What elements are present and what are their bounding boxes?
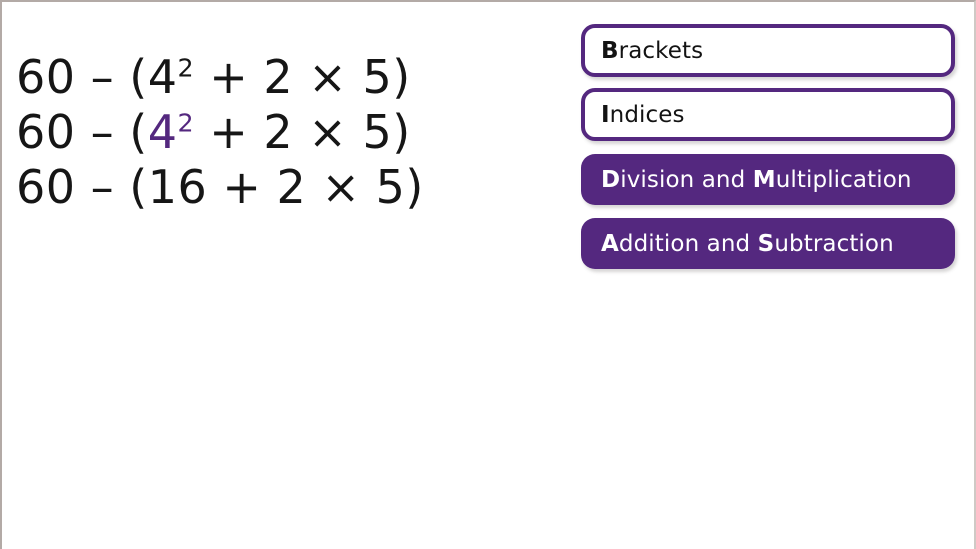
expression-line-2-exponent-highlighted: 2 [177, 108, 195, 138]
bidmas-item-division-initial: D [601, 166, 621, 193]
bidmas-item-indices-initial: I [601, 101, 610, 128]
bidmas-item-addition-rest: ddition and [618, 230, 758, 257]
bidmas-item-brackets-initial: B [601, 37, 619, 64]
expression-line-2: 60 – (42 + 2 × 5) [16, 105, 556, 160]
bidmas-item-addition-subtraction-label: Addition and Subtraction [581, 231, 894, 257]
bidmas-item-division-multiplication-label: Division and Multiplication [581, 167, 912, 193]
expression-line-1-base: 4 [147, 50, 178, 104]
bidmas-item-indices-rest: ndices [609, 101, 685, 128]
bidmas-item-division-rest: ivision and [620, 166, 753, 193]
expression-line-1-exponent: 2 [177, 53, 195, 83]
bidmas-item-subtraction-rest: ubtraction [774, 230, 894, 257]
bidmas-panel: Brackets Indices Division and Multiplica… [581, 24, 955, 281]
expression-line-3-prefix: 60 – (16 [16, 160, 208, 214]
expression-line-1-suffix: + 2 × 5) [194, 50, 411, 104]
bidmas-item-indices-label: Indices [585, 102, 685, 128]
bidmas-item-brackets[interactable]: Brackets [581, 24, 955, 77]
expression-line-2-suffix: + 2 × 5) [194, 105, 411, 159]
expression-line-2-prefix: 60 – ( [16, 105, 148, 159]
bidmas-item-subtraction-initial: S [757, 230, 775, 257]
bidmas-item-indices[interactable]: Indices [581, 88, 955, 141]
expression-line-3: 60 – (16 + 2 × 5) [16, 160, 556, 215]
bidmas-item-brackets-label: Brackets [585, 38, 703, 64]
bidmas-item-addition-subtraction[interactable]: Addition and Subtraction [581, 218, 955, 269]
expression-line-2-base-highlighted: 4 [147, 105, 178, 159]
expression-line-1-prefix: 60 – ( [16, 50, 148, 104]
bidmas-item-multiplication-initial: M [752, 166, 776, 193]
expression-line-1: 60 – (42 + 2 × 5) [16, 50, 556, 105]
expression-stack: 60 – (42 + 2 × 5) 60 – (42 + 2 × 5) 60 –… [16, 50, 556, 215]
expression-line-3-suffix: + 2 × 5) [207, 160, 424, 214]
bidmas-item-division-multiplication[interactable]: Division and Multiplication [581, 154, 955, 205]
bidmas-item-addition-initial: A [601, 230, 619, 257]
bidmas-item-brackets-rest: rackets [618, 37, 704, 64]
bidmas-item-multiplication-rest: ultiplication [775, 166, 912, 193]
